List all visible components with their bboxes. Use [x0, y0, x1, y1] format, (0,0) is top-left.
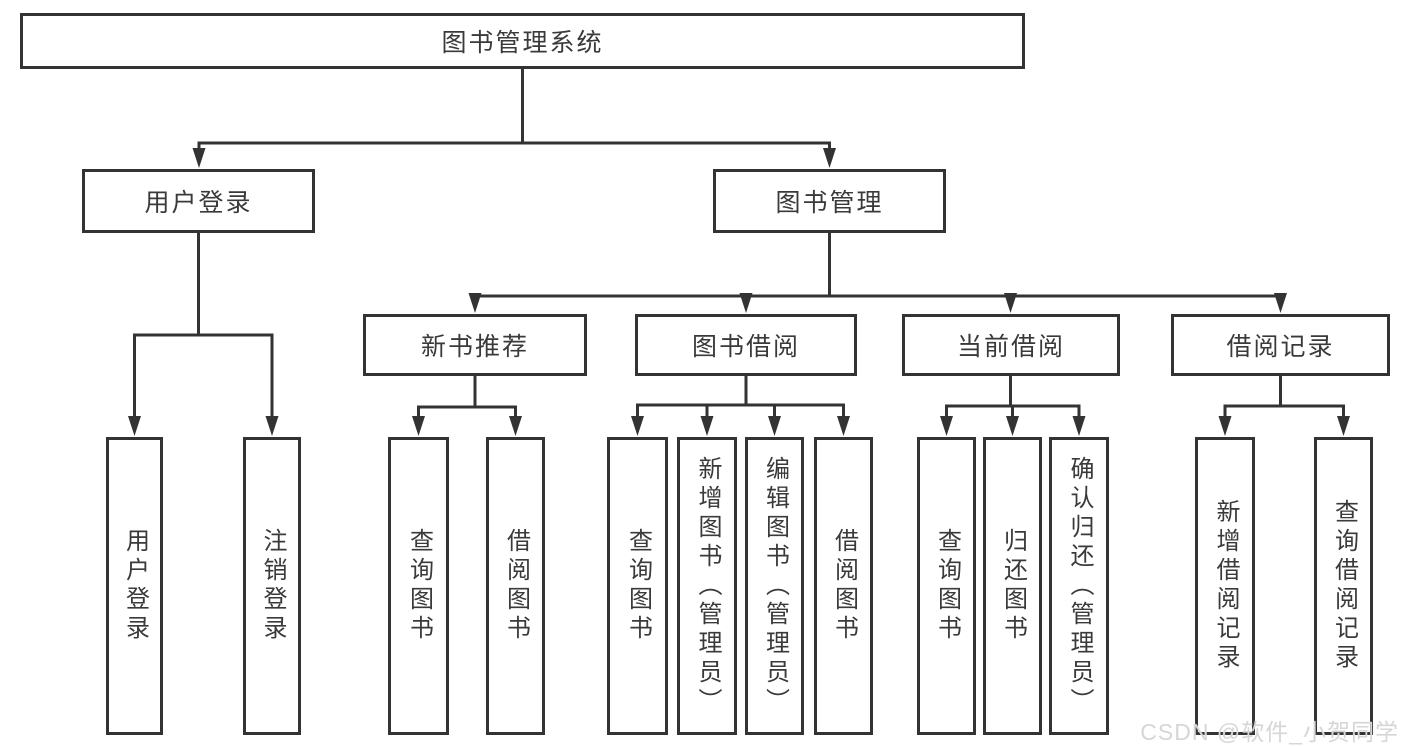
leaf-borrow-book-recommend: 借阅图书	[486, 437, 545, 735]
leaf-query-book-borrow: 查询图书	[607, 437, 668, 735]
leaf-add-book-admin: 新增图书（管理员）	[677, 437, 737, 735]
node-new-book-recommend: 新书推荐	[363, 314, 587, 376]
csdn-watermark: CSDN @软件_小贺同学	[1140, 719, 1399, 745]
leaf-query-book-current: 查询图书	[917, 437, 976, 735]
leaf-return-book: 归还图书	[983, 437, 1042, 735]
node-root: 图书管理系统	[20, 13, 1025, 69]
node-book-management: 图书管理	[713, 169, 946, 233]
leaf-edit-book-admin: 编辑图书（管理员）	[745, 437, 804, 735]
node-book-borrow: 图书借阅	[635, 314, 857, 376]
leaf-add-borrow-record: 新增借阅记录	[1195, 437, 1255, 735]
node-user-login: 用户登录	[82, 169, 315, 233]
leaf-borrow-book: 借阅图书	[814, 437, 873, 735]
node-borrow-records: 借阅记录	[1171, 314, 1390, 376]
leaf-confirm-return-admin: 确认归还（管理员）	[1049, 437, 1109, 735]
leaf-logout: 注销登录	[243, 437, 301, 735]
leaf-query-borrow-record: 查询借阅记录	[1314, 437, 1373, 735]
leaf-query-book-recommend: 查询图书	[388, 437, 449, 735]
node-current-borrow: 当前借阅	[902, 314, 1120, 376]
leaf-user-login: 用户登录	[106, 437, 163, 735]
